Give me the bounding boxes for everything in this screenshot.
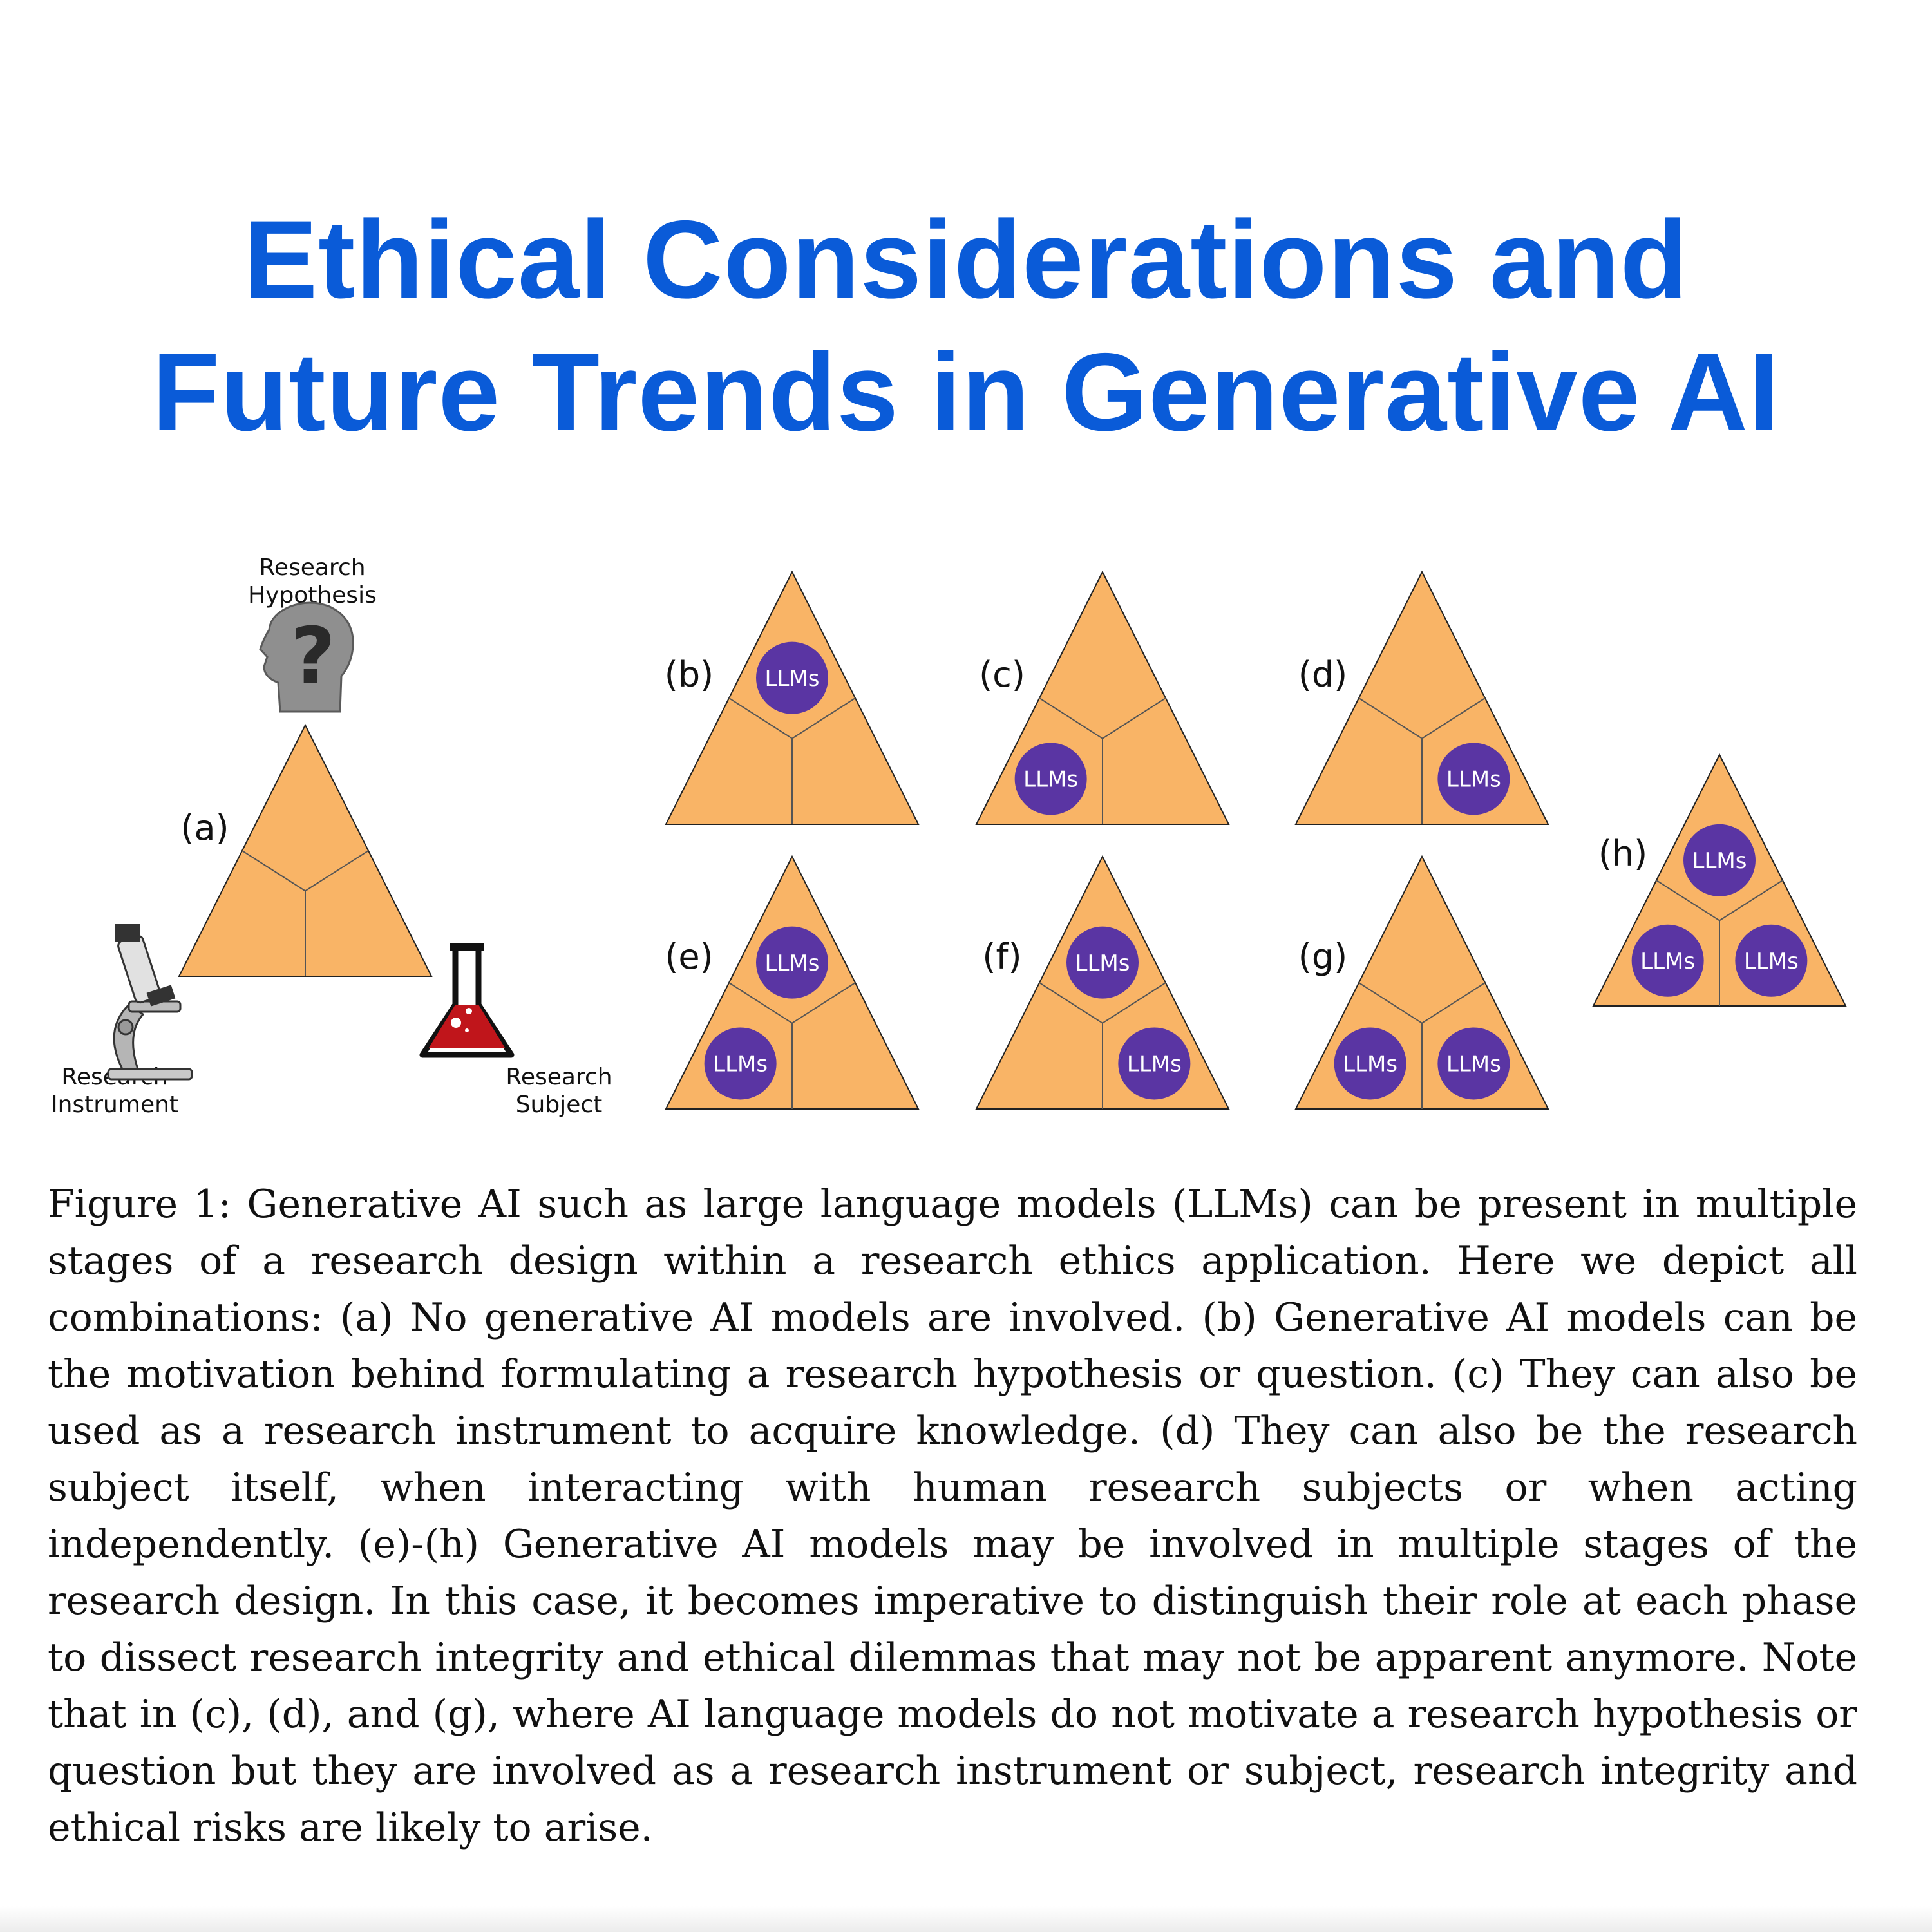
llm-badge-text: LLMs xyxy=(765,666,820,692)
panel-e-label: (e) xyxy=(665,936,713,977)
llm-badge-text: LLMs xyxy=(1127,1052,1182,1077)
llm-badge-circle xyxy=(1437,1027,1510,1100)
llm-badge-e-left: LLMs xyxy=(704,1027,777,1100)
panel-d-label: (d) xyxy=(1298,654,1347,695)
panel-a-dividers xyxy=(242,850,369,976)
panel-b-label: (b) xyxy=(665,654,714,695)
flask-icon xyxy=(419,943,515,1058)
panel-f-dividers xyxy=(1039,982,1166,1109)
page-title-line-2: Future Trends in Generative AI xyxy=(152,330,1780,454)
llm-badge-text: LLMs xyxy=(1744,949,1799,974)
panel-a: (a) xyxy=(178,723,433,977)
panel-g: (g) LLMs LLMs xyxy=(1294,855,1549,1110)
llm-badge-text: LLMs xyxy=(765,951,820,976)
panel-h-dividers xyxy=(1656,880,1783,1006)
llm-badge-circle xyxy=(704,1027,777,1100)
llm-badge-circle xyxy=(1014,743,1087,815)
llm-badge-f-top: LLMs xyxy=(1066,926,1139,999)
llm-badge-circle xyxy=(1735,924,1808,997)
llm-badge-g-right: LLMs xyxy=(1437,1027,1510,1100)
page-title: Ethical Considerations and Future Trends… xyxy=(0,193,1932,459)
panel-d-triangle xyxy=(1294,570,1549,825)
panel-e-triangle xyxy=(665,855,920,1110)
llm-badge-text: LLMs xyxy=(1023,767,1078,793)
llm-badge-text: LLMs xyxy=(713,1052,768,1077)
llm-badge-text: LLMs xyxy=(1075,951,1130,976)
panel-g-dividers xyxy=(1358,982,1486,1109)
llm-badge-circle xyxy=(1334,1027,1406,1100)
llm-badge-h-top: LLMs xyxy=(1683,824,1756,896)
panel-c-triangle xyxy=(975,570,1230,825)
panel-c: (c) LLMs xyxy=(975,570,1230,825)
llm-badge-e-top: LLMs xyxy=(756,926,828,999)
llm-badge-circle xyxy=(1118,1027,1191,1100)
llm-badge-text: LLMs xyxy=(1446,1052,1501,1077)
page-title-line-1: Ethical Considerations and xyxy=(243,198,1689,321)
panel-g-label: (g) xyxy=(1298,936,1347,977)
panel-f-triangle xyxy=(975,855,1230,1110)
llm-badge-circle xyxy=(1683,824,1756,896)
hypothesis-label-line-2: Hypothesis xyxy=(248,582,377,609)
llm-badge-circle xyxy=(1631,924,1704,997)
panel-h-label: (h) xyxy=(1598,833,1647,874)
llm-badge-h-right: LLMs xyxy=(1735,924,1808,997)
panel-h-triangle xyxy=(1592,753,1847,1007)
llm-badge-circle xyxy=(756,926,828,999)
subject-label-line-1: Research xyxy=(506,1064,612,1090)
llm-badge-text: LLMs xyxy=(1640,949,1695,974)
panel-c-dividers xyxy=(1039,697,1166,824)
panel-b-triangle xyxy=(665,570,920,825)
svg-text:?: ? xyxy=(290,612,336,701)
llm-badge-d-right: LLMs xyxy=(1437,743,1510,815)
llm-badge-circle xyxy=(756,641,828,714)
panel-a-label: (a) xyxy=(180,808,229,848)
panel-b: (b) LLMs xyxy=(665,570,920,825)
instrument-label-line-1: Research xyxy=(61,1064,167,1090)
page-bottom-edge xyxy=(0,1906,1932,1932)
llm-badge-f-right: LLMs xyxy=(1118,1027,1191,1100)
hypothesis-label-line-1: Research xyxy=(259,554,365,581)
figure-caption: Figure 1: Generative AI such as large la… xyxy=(48,1182,1857,1850)
panel-a-triangle xyxy=(178,723,433,977)
panel-d: (d) LLMs xyxy=(1294,570,1549,825)
llm-badge-b-top: LLMs xyxy=(756,641,828,714)
llm-badge-circle xyxy=(1066,926,1139,999)
head-question-icon: ? xyxy=(259,601,354,713)
llm-badge-c-left: LLMs xyxy=(1014,743,1087,815)
panel-f-label: (f) xyxy=(982,936,1021,977)
panel-c-label: (c) xyxy=(979,654,1025,695)
subject-label-line-2: Subject xyxy=(516,1092,603,1118)
llm-badge-text: LLMs xyxy=(1446,767,1501,793)
llm-badge-g-left: LLMs xyxy=(1334,1027,1406,1100)
llm-badge-h-left: LLMs xyxy=(1631,924,1704,997)
llm-badge-text: LLMs xyxy=(1692,848,1747,874)
panel-g-triangle xyxy=(1294,855,1549,1110)
llm-badge-text: LLMs xyxy=(1343,1052,1397,1077)
panel-e-dividers xyxy=(728,982,856,1109)
panel-d-dividers xyxy=(1358,697,1486,824)
panel-b-dividers xyxy=(728,697,856,824)
llm-badge-circle xyxy=(1437,743,1510,815)
instrument-label-line-2: Instrument xyxy=(51,1092,178,1118)
microscope-icon xyxy=(107,924,193,1081)
